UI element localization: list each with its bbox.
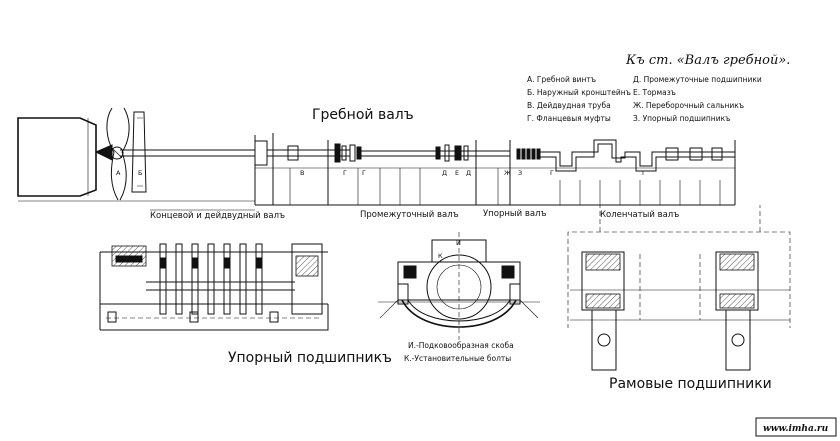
part-letter-b: Б xyxy=(138,169,142,177)
part-letter-d1: Д xyxy=(442,169,447,177)
legend-item-a: А. Гребной винтъ xyxy=(527,75,596,84)
section-label-thrust-shaft: Упорный валъ xyxy=(483,209,546,219)
cross-section-drawing xyxy=(378,232,540,340)
section-label-intermediate-shaft: Промежуточный валъ xyxy=(360,210,459,220)
part-letter-d2: Д xyxy=(466,169,471,177)
shaft-section-labels: Концевой и дейдвудный валъ Промежуточный… xyxy=(150,209,679,221)
section-label-tail-shaft: Концевой и дейдвудный валъ xyxy=(150,211,285,221)
cross-note-horseshoe: И.-Подковообразная скоба xyxy=(408,341,514,350)
part-letter-g2: Г xyxy=(362,169,366,177)
shaft-part-letters: А Б В Г Г Д Е Д Ж З Г Г xyxy=(116,169,646,177)
legend-item-zh: Ж. Переборочный сальникъ xyxy=(633,101,744,110)
watermark-box xyxy=(755,417,837,437)
legend-item-v: В. Дейдвудная труба xyxy=(527,101,611,110)
legend-item-z: З. Упорный подшипникъ xyxy=(633,114,730,123)
cross-letter-k: К xyxy=(438,252,443,260)
shaft-title: Гребной валъ xyxy=(312,107,414,123)
legend-item-d: Д. Промежуточные подшипники xyxy=(633,75,762,84)
thrust-bearing-caption: Упорный подшипникъ xyxy=(228,350,392,366)
part-letter-g1: Г xyxy=(343,169,347,177)
part-letter-a: А xyxy=(116,169,121,177)
part-letter-e: Е xyxy=(455,169,459,177)
cross-section-letters: И К xyxy=(438,239,461,260)
legend-item-b: Б. Наружный кронштейнъ xyxy=(527,88,631,97)
part-letter-g4: Г xyxy=(642,169,646,177)
section-label-crankshaft: Коленчатый валъ xyxy=(600,210,679,220)
main-bearings-caption: Рамовые подшипники xyxy=(609,376,772,392)
part-letter-g3: Г xyxy=(550,169,554,177)
part-letter-v: В xyxy=(300,169,304,177)
shaft-general-view xyxy=(17,107,736,206)
part-letter-z: З xyxy=(518,169,522,177)
legend-item-e: Е. Тормазъ xyxy=(633,88,676,97)
header-reference: Къ ст. «Валъ гребной». xyxy=(625,53,790,68)
legend: А. Гребной винтъ Б. Наружный кронштейнъ … xyxy=(527,75,762,123)
cross-letter-i: И xyxy=(456,239,461,247)
cross-note-bolts: К.-Установительные болты xyxy=(404,354,511,363)
thrust-bearing-drawing xyxy=(99,243,329,331)
watermark: www.imha.ru xyxy=(763,424,829,434)
legend-item-g: Г. Фланцевыя муфты xyxy=(527,114,611,123)
part-letter-zh: Ж xyxy=(504,169,511,177)
main-bearings-drawing xyxy=(567,205,791,371)
